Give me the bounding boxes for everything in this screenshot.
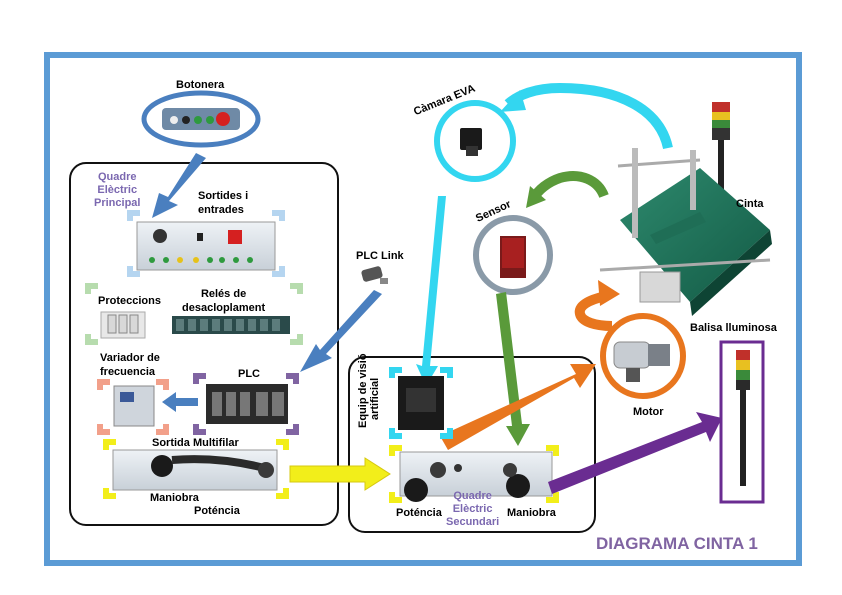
label-variador-1: Variador de — [100, 352, 160, 364]
label-quadre-secundari-3: Secundari — [446, 516, 500, 528]
secondary-panel-box — [348, 356, 596, 533]
plc-device — [193, 373, 299, 435]
label-sortida-multifilar: Sortida Multifilar — [152, 437, 239, 449]
sortides-device — [127, 210, 285, 277]
sortida-multifilar-device — [103, 439, 289, 499]
label-sortides-2: entrades — [198, 204, 244, 216]
label-quadre-secundari-1: Quadre — [453, 490, 492, 502]
label-proteccions: Proteccions — [98, 295, 161, 307]
label-equip-visio-2: artificial — [369, 377, 381, 420]
label-motor: Motor — [633, 406, 664, 418]
diagram-frame — [44, 52, 802, 566]
label-quadre-principal: Quadre Elèctric Principal — [94, 171, 140, 210]
arrow-multifilar-secundari — [289, 457, 391, 491]
label-balisa: Balisa lluminosa — [690, 322, 777, 334]
label-sortides: Sortides i entrades — [198, 189, 248, 217]
arrow-cinta-motor — [574, 291, 613, 331]
label-potencia-left: Poténcia — [194, 505, 240, 517]
label-quadre-principal-2: Elèctric — [97, 184, 138, 196]
label-maniobra-left: Maniobra — [150, 492, 199, 504]
variador-device — [97, 379, 169, 435]
arrow-plclink-plc — [300, 290, 382, 372]
label-reles-2: desacloplament — [182, 302, 266, 314]
label-plc: PLC — [238, 368, 260, 380]
diagram-title: DIAGRAMA CINTA 1 — [596, 534, 758, 553]
arrow-secundari-motor — [440, 364, 596, 450]
label-reles-1: Relés de — [200, 288, 247, 300]
label-variador-2: frecuencia — [100, 366, 156, 378]
label-maniobra-right: Maniobra — [507, 507, 556, 519]
label-quadre-secundari: Quadre Elèctric Secundari — [446, 490, 499, 529]
label-equip-visio: Equip de visió artificial — [357, 353, 381, 428]
label-potencia-right: Poténcia — [396, 507, 442, 519]
equip-visio-device — [389, 367, 453, 439]
label-sortides-1: Sortides i — [198, 190, 249, 202]
arrow-cinta-sensor — [529, 171, 609, 201]
balisa-device — [736, 350, 750, 486]
plc-link-device — [361, 266, 388, 284]
label-quadre-secundari-2: Elèctric — [452, 503, 493, 515]
proteccions-relays-device — [85, 283, 303, 345]
conveyor-device — [599, 102, 772, 316]
arrow-camera-equip — [416, 196, 446, 386]
label-reles: Relés de desacloplament — [182, 287, 265, 315]
arrow-cinta-camera — [504, 82, 673, 150]
botonera-device — [141, 90, 261, 148]
arrow-botonera — [152, 153, 206, 218]
label-plc-link: PLC Link — [356, 250, 404, 262]
main-panel-box — [69, 162, 339, 526]
arrow-sensor-secundari — [496, 292, 530, 446]
arrow-plc-variador — [162, 392, 198, 412]
label-botonera: Botonera — [176, 79, 225, 91]
label-quadre-principal-3: Principal — [94, 197, 141, 209]
label-variador: Variador de frecuencia — [100, 351, 160, 379]
label-equip-visio-1: Equip de visió — [357, 353, 369, 428]
label-quadre-principal-1: Quadre — [97, 171, 137, 183]
label-cinta: Cinta — [736, 198, 764, 210]
arrow-secundari-balisa — [548, 412, 722, 494]
quadre-secundari-device — [389, 445, 559, 503]
